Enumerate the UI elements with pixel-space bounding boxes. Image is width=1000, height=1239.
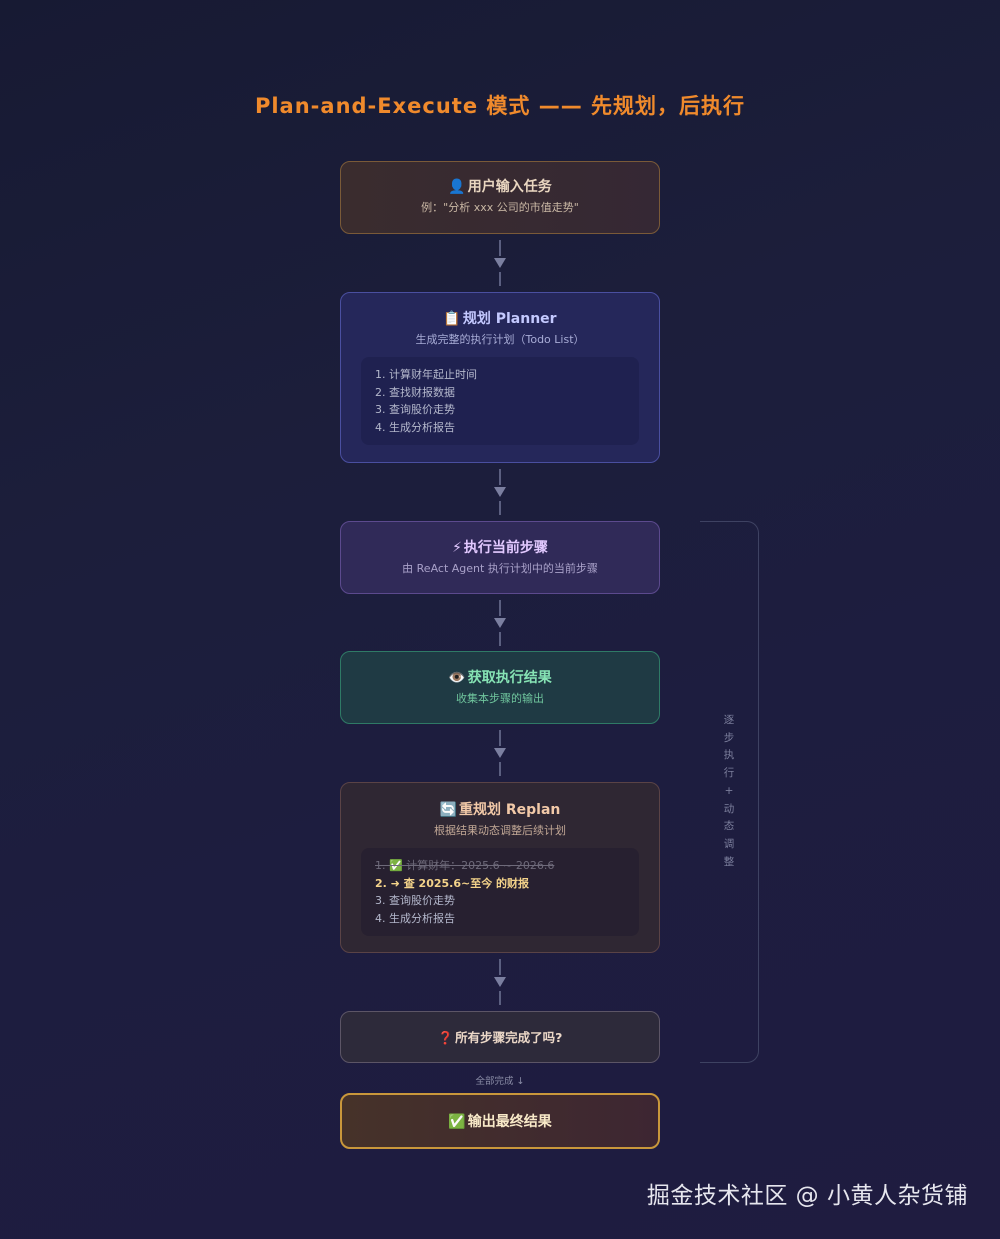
planner-title: 📋规划 Planner [341, 310, 659, 328]
planner-todo-list: 1. 计算财年起止时间 2. 查找财报数据 3. 查询股价走势 4. 生成分析报… [361, 357, 639, 445]
replan-step-current: 2. ➜ 查 2025.6~至今 的财报 [375, 876, 530, 890]
arrow-user-to-planner [490, 240, 510, 286]
loop-label: 逐 步 执 行 + 动 态 调 整 [721, 712, 737, 871]
loop-label-char: + [724, 784, 734, 797]
replan-todo-list: 1. ✅ 计算财年：2025.6 ~ 2026.6 2. ➜ 查 2025.6~… [361, 848, 639, 936]
replan-subtitle: 根据结果动态调整后续计划 [434, 824, 566, 837]
final-output-node: ✅输出最终结果 [340, 1093, 660, 1149]
planner-subtitle: 生成完整的执行计划（Todo List） [415, 333, 585, 346]
completion-check-node: ❓所有步骤完成了吗? [340, 1011, 660, 1063]
observe-label: 获取执行结果 [467, 670, 552, 686]
replan-step-done: 1. ✅ 计算财年：2025.6 ~ 2026.6 [375, 859, 555, 872]
user-input-title: 👤用户输入任务 [341, 178, 659, 196]
user-icon: 👤 [448, 179, 466, 195]
observe-node: 👁️获取执行结果 收集本步骤的输出 [340, 651, 660, 724]
question-icon: ❓ [437, 1030, 454, 1045]
refresh-icon: 🔄 [439, 802, 458, 818]
execute-label: 执行当前步骤 [463, 540, 548, 556]
user-input-label: 用户输入任务 [467, 179, 552, 195]
replan-title: 🔄重规划 Replan [341, 801, 659, 819]
execute-title: ⚡执行当前步骤 [341, 539, 659, 557]
completion-check-label: 所有步骤完成了吗? [455, 1030, 563, 1045]
eye-icon: 👁️ [448, 670, 466, 686]
loop-label-char: 执 [723, 749, 735, 762]
watermark: 掘金技术社区 @ 小黄人杂货铺 [646, 1183, 968, 1209]
observe-title: 👁️获取执行结果 [341, 669, 659, 687]
replan-node: 🔄重规划 Replan 根据结果动态调整后续计划 1. ✅ 计算财年：2025.… [340, 782, 660, 953]
loop-label-char: 整 [723, 855, 735, 868]
final-output-label: 输出最终结果 [467, 1114, 552, 1130]
replan-step: 4. 生成分析报告 [375, 911, 455, 925]
check-icon: ✅ [448, 1114, 466, 1130]
execute-subtitle: 由 ReAct Agent 执行计划中的当前步骤 [402, 562, 598, 575]
lightning-icon: ⚡ [452, 540, 462, 556]
loop-label-char: 行 [723, 767, 735, 780]
user-input-node: 👤用户输入任务 例："分析 xxx 公司的市值走势" [340, 161, 660, 234]
loop-label-char: 步 [723, 731, 735, 744]
final-output-title: ✅输出最终结果 [342, 1113, 658, 1131]
arrow-planner-to-execute [490, 469, 510, 515]
arrow-execute-to-observe [490, 600, 510, 646]
planner-step: 3. 查询股价走势 [375, 403, 455, 416]
loop-label-char: 态 [723, 820, 735, 833]
planner-step: 4. 生成分析报告 [375, 420, 455, 434]
clipboard-icon: 📋 [443, 311, 461, 327]
loop-label-char: 逐 [723, 714, 735, 726]
all-done-label: 全部完成 ↓ [475, 1076, 525, 1087]
planner-label: 规划 Planner [462, 311, 557, 327]
planner-node: 📋规划 Planner 生成完整的执行计划（Todo List） 1. 计算财年… [340, 292, 660, 463]
loop-label-char: 动 [723, 802, 735, 815]
arrow-observe-to-replan [490, 730, 510, 776]
replan-label: 重规划 Replan [459, 802, 561, 818]
planner-step: 2. 查找财报数据 [375, 385, 455, 399]
completion-check-title: ❓所有步骤完成了吗? [341, 1029, 659, 1047]
execute-node: ⚡执行当前步骤 由 ReAct Agent 执行计划中的当前步骤 [340, 521, 660, 594]
arrow-replan-to-check [490, 959, 510, 1005]
user-input-example: 例："分析 xxx 公司的市值走势" [421, 201, 579, 214]
diagram-title: Plan-and-Execute 模式 —— 先规划，后执行 [254, 94, 746, 118]
loop-label-char: 调 [723, 837, 735, 850]
loop-bracket [700, 521, 759, 1063]
replan-step: 3. 查询股价走势 [375, 894, 455, 907]
planner-step: 1. 计算财年起止时间 [375, 368, 477, 381]
observe-subtitle: 收集本步骤的输出 [456, 692, 544, 705]
